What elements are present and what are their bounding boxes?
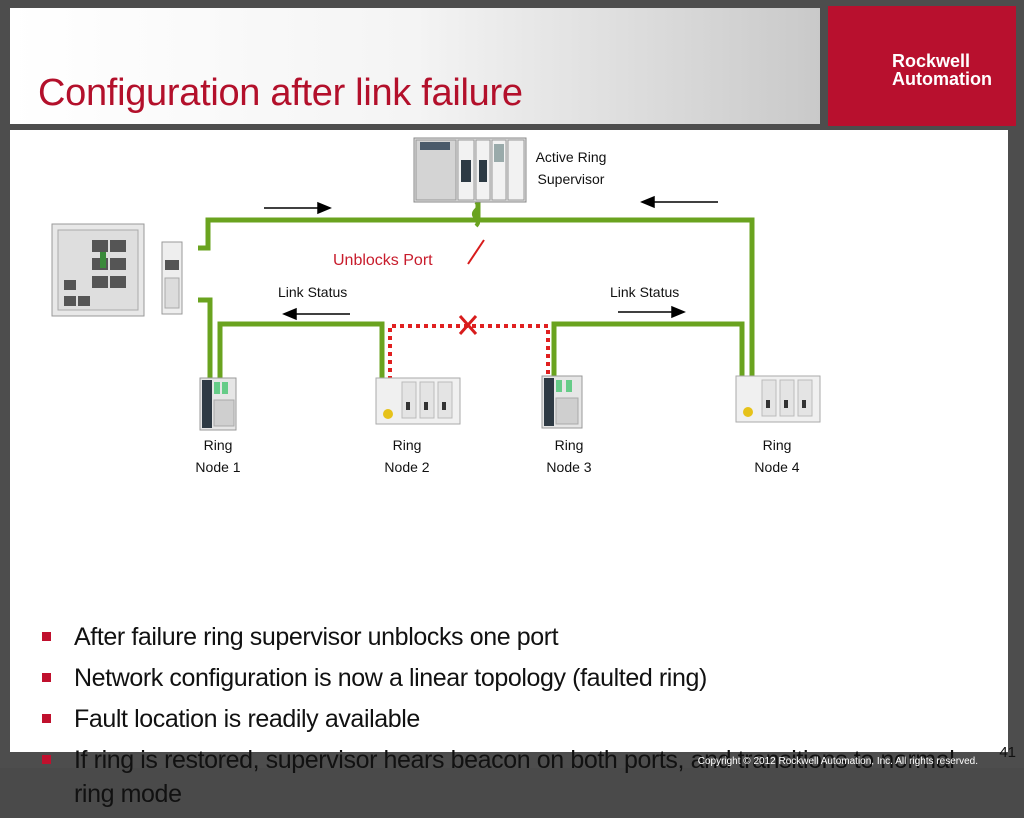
bullet-item: If ring is restored, supervisor hears be… xyxy=(38,743,998,811)
link-top-left xyxy=(198,200,481,251)
logo-line-1: Rockwell xyxy=(892,51,971,71)
ring-node-1-device-icon xyxy=(199,377,237,431)
ring-node-2-device-icon xyxy=(375,377,461,425)
ring-topology-diagram: Active Ring Supervisor Link Status Link … xyxy=(51,137,821,475)
ring-node-4-device-icon xyxy=(735,375,821,423)
bullet-item: After failure ring supervisor unblocks o… xyxy=(38,620,998,654)
node-3-label-line-2: Node 3 xyxy=(546,459,591,475)
direction-arrows xyxy=(264,195,718,321)
link-status-left-label: Link Status xyxy=(278,284,347,300)
faulted-segment xyxy=(388,324,550,380)
node-1-label-line-1: Ring xyxy=(204,437,233,453)
node-2-label-line-2: Node 2 xyxy=(384,459,429,475)
ring-links xyxy=(198,200,755,380)
link-switch-node1 xyxy=(198,297,213,380)
bullet-item: Fault location is readily available xyxy=(38,702,998,736)
bullet-text: After failure ring supervisor unblocks o… xyxy=(74,623,559,651)
node-3-label-line-1: Ring xyxy=(555,437,584,453)
fault-x-icon xyxy=(458,315,478,335)
bullet-list: After failure ring supervisor unblocks o… xyxy=(38,620,998,818)
slide-title: Configuration after link failure xyxy=(38,72,523,114)
bullet-marker-icon xyxy=(42,673,51,682)
bullet-marker-icon xyxy=(42,714,51,723)
title-bar: Configuration after link failure xyxy=(10,8,820,124)
supervisor-label-line-1: Active Ring xyxy=(536,149,607,165)
page-number: 41 xyxy=(999,744,1016,761)
link-node1-node2 xyxy=(217,321,385,380)
bullet-item: Network configuration is now a linear to… xyxy=(38,661,998,695)
bullet-marker-icon xyxy=(42,755,51,764)
managed-switch-icon xyxy=(51,223,145,317)
switch-module-icon xyxy=(161,241,183,315)
node-4-label-line-2: Node 4 xyxy=(754,459,799,475)
supervisor-chassis-icon xyxy=(413,137,527,203)
node-2-label-line-1: Ring xyxy=(393,437,422,453)
ring-node-3-device-icon xyxy=(541,375,583,429)
unblocks-pointer xyxy=(467,239,485,265)
link-status-right-label: Link Status xyxy=(610,284,679,300)
bullet-text: Network configuration is now a linear to… xyxy=(74,664,707,692)
link-top-right xyxy=(478,217,755,380)
bullet-marker-icon xyxy=(42,632,51,641)
link-node3-node4 xyxy=(551,321,745,380)
copyright-text: Copyright © 2012 Rockwell Automation, In… xyxy=(697,756,978,767)
rockwell-logo: Rockwell Automation xyxy=(828,6,1016,126)
slide-content: Active Ring Supervisor Link Status Link … xyxy=(10,130,1008,808)
node-4-label-line-1: Ring xyxy=(763,437,792,453)
node-1-label-line-2: Node 1 xyxy=(195,459,240,475)
supervisor-cable xyxy=(472,200,480,228)
supervisor-label-line-2: Supervisor xyxy=(538,171,605,187)
unblocks-port-label: Unblocks Port xyxy=(333,252,433,269)
bullet-text: Fault location is readily available xyxy=(74,705,420,733)
logo-line-2: Automation xyxy=(892,69,992,89)
